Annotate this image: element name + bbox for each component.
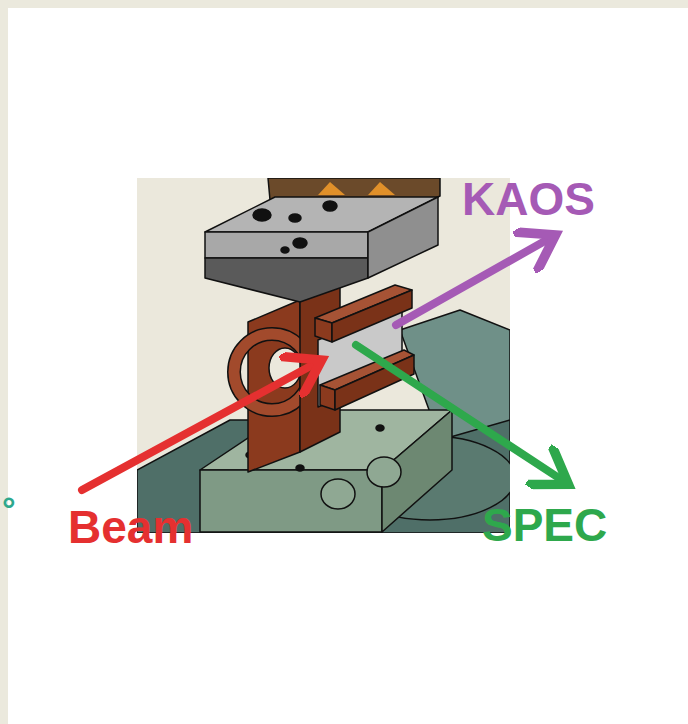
degree-mark: ° bbox=[2, 492, 16, 526]
beam-label: Beam bbox=[68, 504, 193, 550]
detector-label: KAOS bbox=[462, 176, 595, 222]
detector-label: SPEC bbox=[482, 502, 607, 548]
